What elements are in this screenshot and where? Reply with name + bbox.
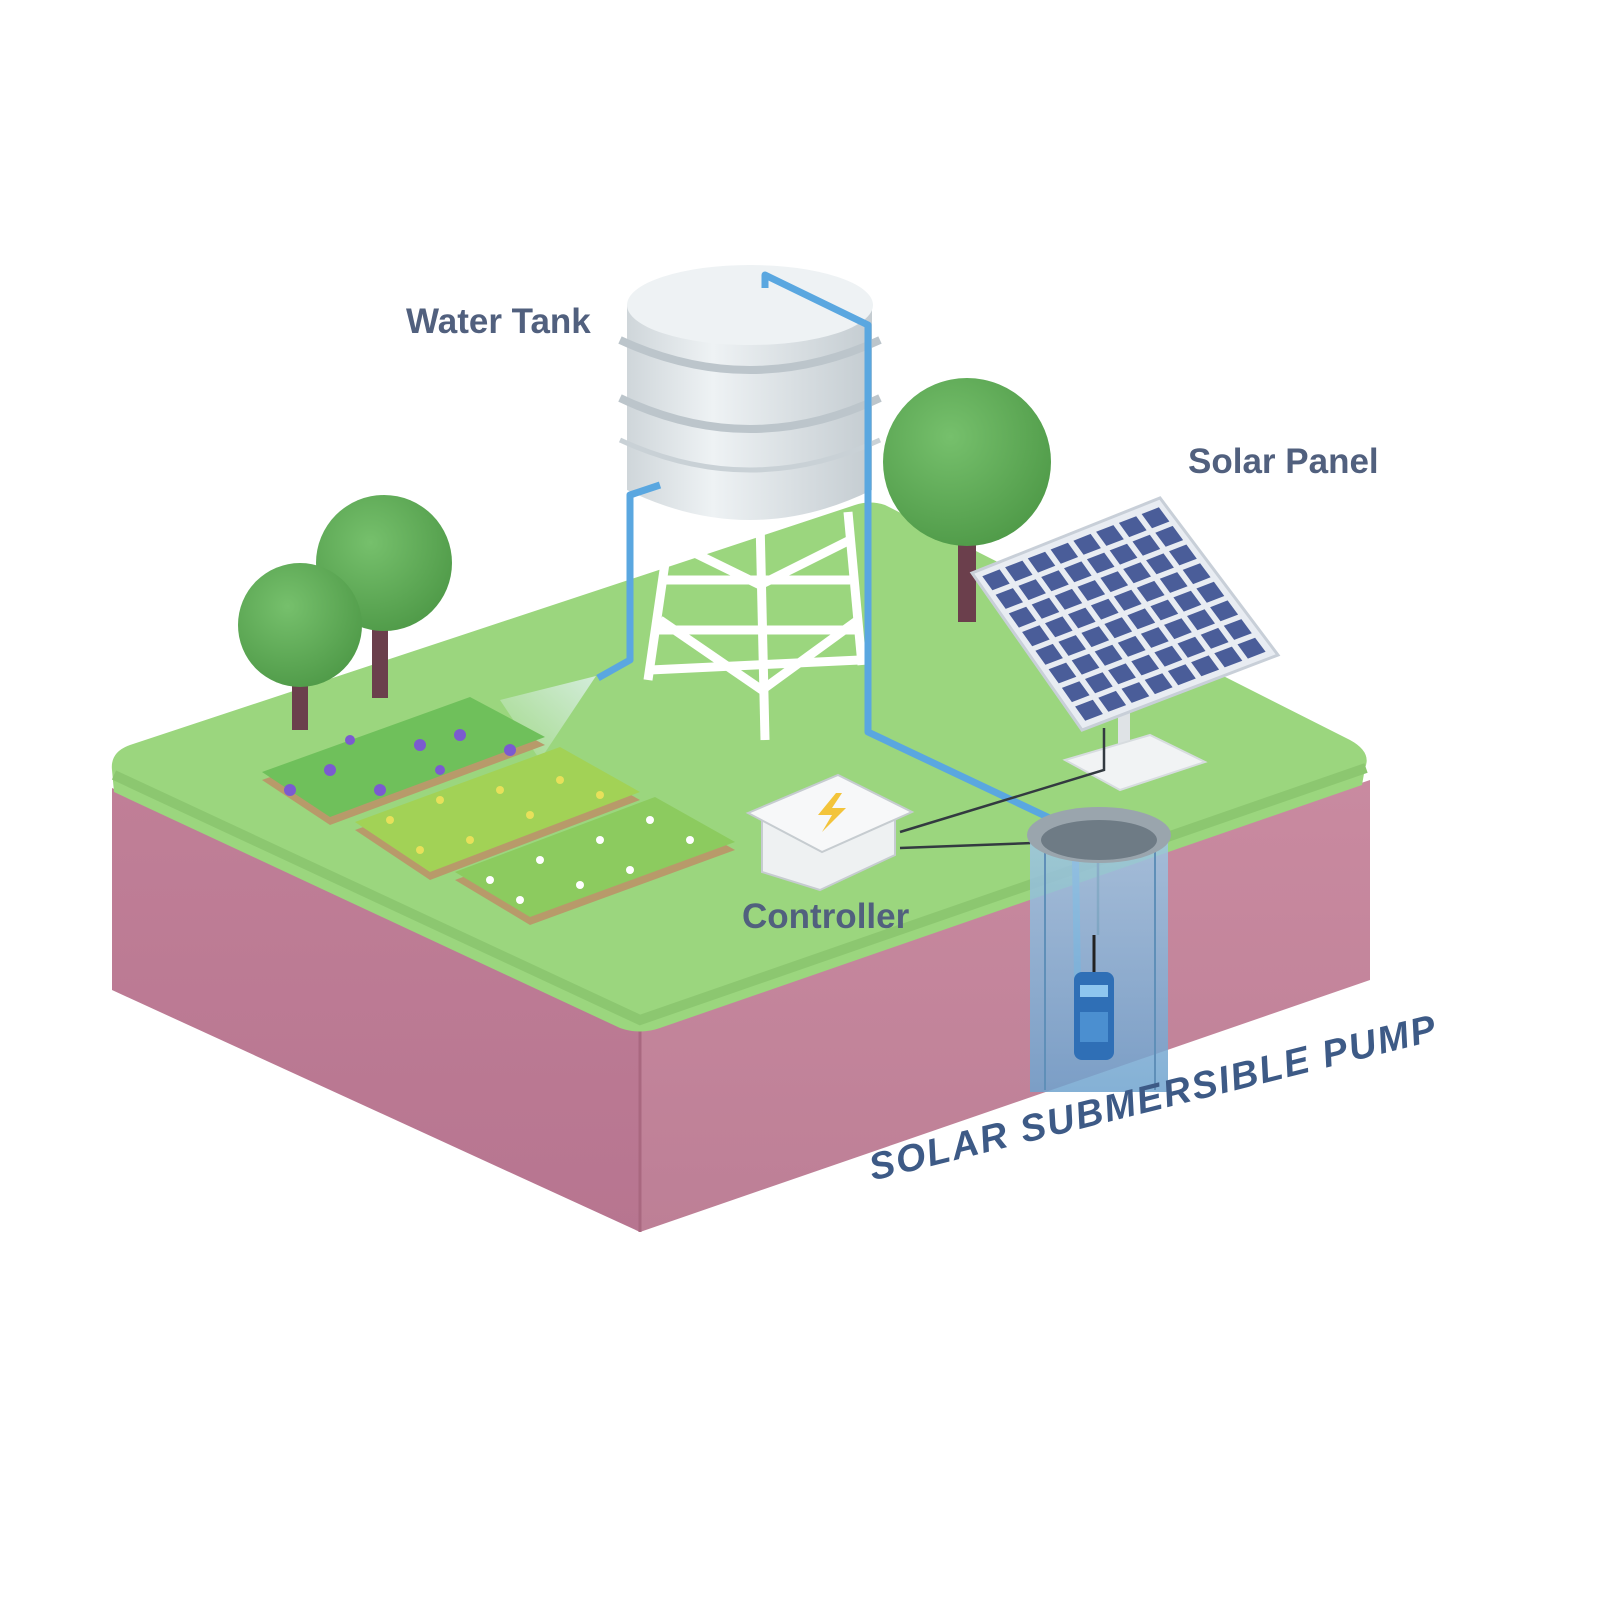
solar-cell — [1109, 543, 1138, 565]
solar-cell — [1035, 643, 1063, 665]
solar-cell — [1214, 646, 1243, 668]
solar-cell — [1054, 588, 1083, 610]
solar-cell — [1090, 598, 1119, 620]
pump-icon — [1074, 935, 1114, 1060]
solar-cell — [1121, 682, 1150, 703]
controller-box-icon — [745, 773, 915, 892]
solar-cell — [1073, 533, 1101, 555]
tree-icon — [883, 378, 1051, 622]
solar-cell — [1196, 581, 1225, 603]
solar-cell — [1131, 654, 1160, 676]
solar-cell — [1167, 664, 1196, 686]
solar-cell — [1159, 572, 1188, 593]
solar-cell — [1144, 673, 1173, 695]
solar-cell — [1041, 570, 1069, 592]
solar-cell — [1045, 616, 1073, 638]
solar-cell — [1075, 699, 1103, 721]
solar-cell — [1064, 561, 1092, 583]
solar-cell — [1191, 655, 1220, 677]
solar-cell — [1050, 542, 1079, 564]
solar-cell — [1096, 525, 1124, 546]
solar-cell — [1223, 619, 1252, 640]
solar-cell — [1182, 563, 1211, 585]
soil-block — [112, 780, 1370, 1232]
solar-cell — [1140, 627, 1169, 648]
water-tank-label: Water Tank — [406, 302, 591, 341]
water-tank-icon — [618, 265, 882, 741]
solar-cell — [1048, 662, 1077, 684]
sprinkler-icon — [500, 676, 596, 760]
solar-cell — [1077, 580, 1106, 601]
solar-cell — [1187, 609, 1215, 631]
solar-cell — [1086, 552, 1115, 574]
solar-cell — [1108, 663, 1136, 685]
solar-cell — [1005, 560, 1033, 582]
solar-cell — [1154, 645, 1183, 667]
solar-panel-icon — [969, 496, 1281, 792]
solar-cell — [1098, 690, 1127, 712]
solar-cell — [1132, 534, 1161, 556]
solar-cell — [1071, 653, 1100, 675]
crop-bed-icon — [455, 797, 735, 925]
solar-cell — [1150, 599, 1179, 621]
lightning-bolt-icon — [818, 793, 846, 832]
solar-cell — [1141, 507, 1170, 529]
solar-cell — [1146, 553, 1174, 575]
solar-cell — [1169, 544, 1197, 566]
well-icon — [1027, 807, 1171, 1092]
solar-cell — [1123, 562, 1151, 584]
solar-cell — [1058, 635, 1086, 656]
solar-cell — [1210, 600, 1239, 622]
solar-panel-label: Solar Panel — [1188, 442, 1379, 481]
crop-bed-icon — [262, 697, 545, 825]
crop-bed-icon — [355, 747, 640, 880]
solar-cell — [1200, 627, 1229, 649]
solar-cell — [1173, 590, 1202, 612]
solar-cell — [1061, 681, 1090, 703]
solar-cell — [1136, 580, 1165, 602]
solar-cell — [1018, 579, 1046, 601]
solar-cell — [1094, 644, 1123, 666]
solar-cell — [1031, 597, 1060, 619]
solar-cell — [995, 588, 1023, 609]
controller-label: Controller — [742, 897, 910, 936]
solar-cell — [1008, 606, 1037, 628]
solar-cell — [1118, 516, 1147, 538]
solar-cell — [1104, 617, 1133, 639]
solar-cell — [1085, 672, 1113, 694]
solar-cell — [1027, 551, 1056, 573]
solar-cell — [1022, 625, 1050, 647]
solar-cell — [1127, 608, 1156, 630]
solar-cell — [1117, 635, 1146, 657]
solar-cell — [1177, 636, 1206, 658]
solar-cell — [1113, 589, 1142, 611]
solar-cell — [1068, 607, 1096, 629]
solar-cell — [1164, 618, 1192, 640]
solar-cell — [1100, 571, 1129, 593]
solar-cell — [1081, 626, 1110, 648]
solar-cell — [1237, 637, 1266, 659]
tree-icon — [238, 563, 362, 730]
solar-cell — [1155, 525, 1184, 547]
solar-cell — [982, 569, 1010, 591]
